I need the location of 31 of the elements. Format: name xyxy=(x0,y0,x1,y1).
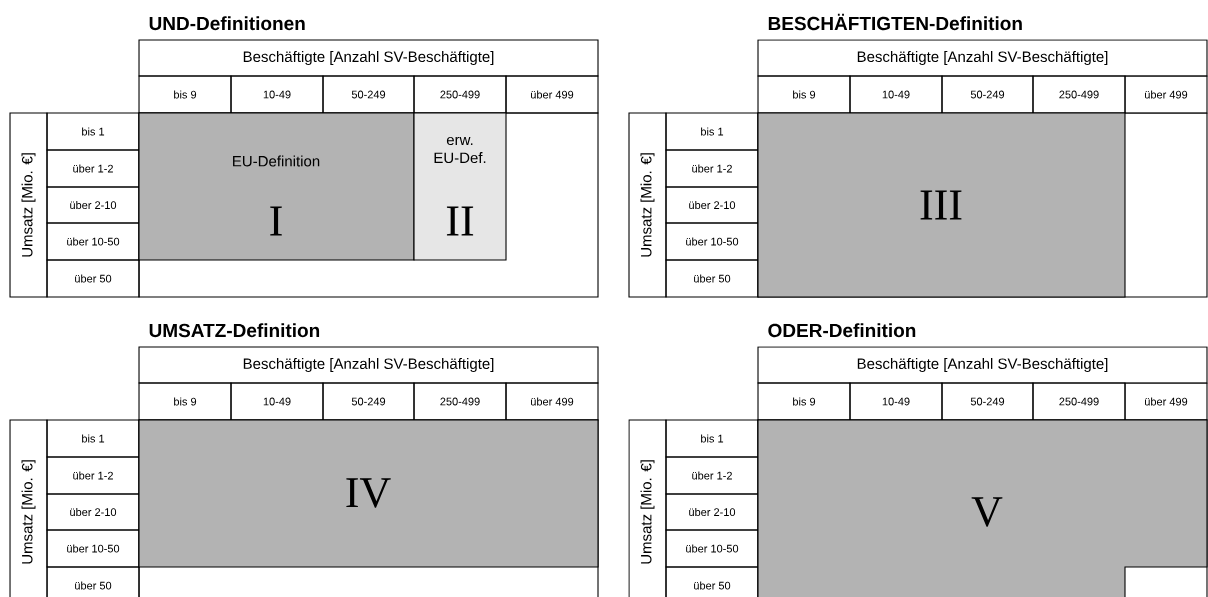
panel-title: UMSATZ-Definition xyxy=(149,323,320,338)
column-header-cell: 10-49 xyxy=(849,382,943,421)
row-header-cell: bis 1 xyxy=(665,419,759,458)
shaded-region: III xyxy=(757,112,1126,298)
shaded-region: V xyxy=(757,419,1208,597)
shaded-region: IV xyxy=(138,419,599,568)
axis-label-cell: Umsatz [Mio. €] xyxy=(628,112,667,298)
shaded-region: erw. EU-Def. II xyxy=(413,112,507,261)
column-header-cell: über 499 xyxy=(505,75,599,114)
column-header-cell: über 499 xyxy=(1124,382,1208,421)
header-cell: Beschäftigte [Anzahl SV-Beschäftigte] xyxy=(757,346,1208,384)
panel-title: UND-Definitionen xyxy=(149,16,305,31)
row-header-cell: über 2-10 xyxy=(665,493,759,531)
axis-label-cell: Umsatz [Mio. €] xyxy=(628,419,667,597)
row-header-cell: über 10-50 xyxy=(665,529,759,568)
row-header-cell: über 50 xyxy=(46,566,140,597)
column-header-cell: über 499 xyxy=(1124,75,1208,114)
column-header-cell: bis 9 xyxy=(757,382,851,421)
header-cell: Beschäftigte [Anzahl SV-Beschäftigte] xyxy=(138,346,599,384)
panel-title: ODER-Definition xyxy=(768,323,916,338)
row-header-cell: über 50 xyxy=(665,566,759,597)
column-header-cell: 250-499 xyxy=(1032,382,1126,421)
shaded-region: EU-Definition I xyxy=(138,112,415,261)
panel-title: BESCHÄFTIGTEN-Definition xyxy=(768,13,1022,31)
row-header-cell: über 50 xyxy=(46,259,140,298)
column-header-cell: 50-249 xyxy=(941,382,1034,421)
header-cell: Beschäftigte [Anzahl SV-Beschäftigte] xyxy=(757,39,1208,77)
axis-label-cell: Umsatz [Mio. €] xyxy=(9,419,48,597)
axis-label-cell: Umsatz [Mio. €] xyxy=(9,112,48,298)
row-header-cell: über 1-2 xyxy=(665,456,759,495)
header-cell: Beschäftigte [Anzahl SV-Beschäftigte] xyxy=(138,39,599,77)
